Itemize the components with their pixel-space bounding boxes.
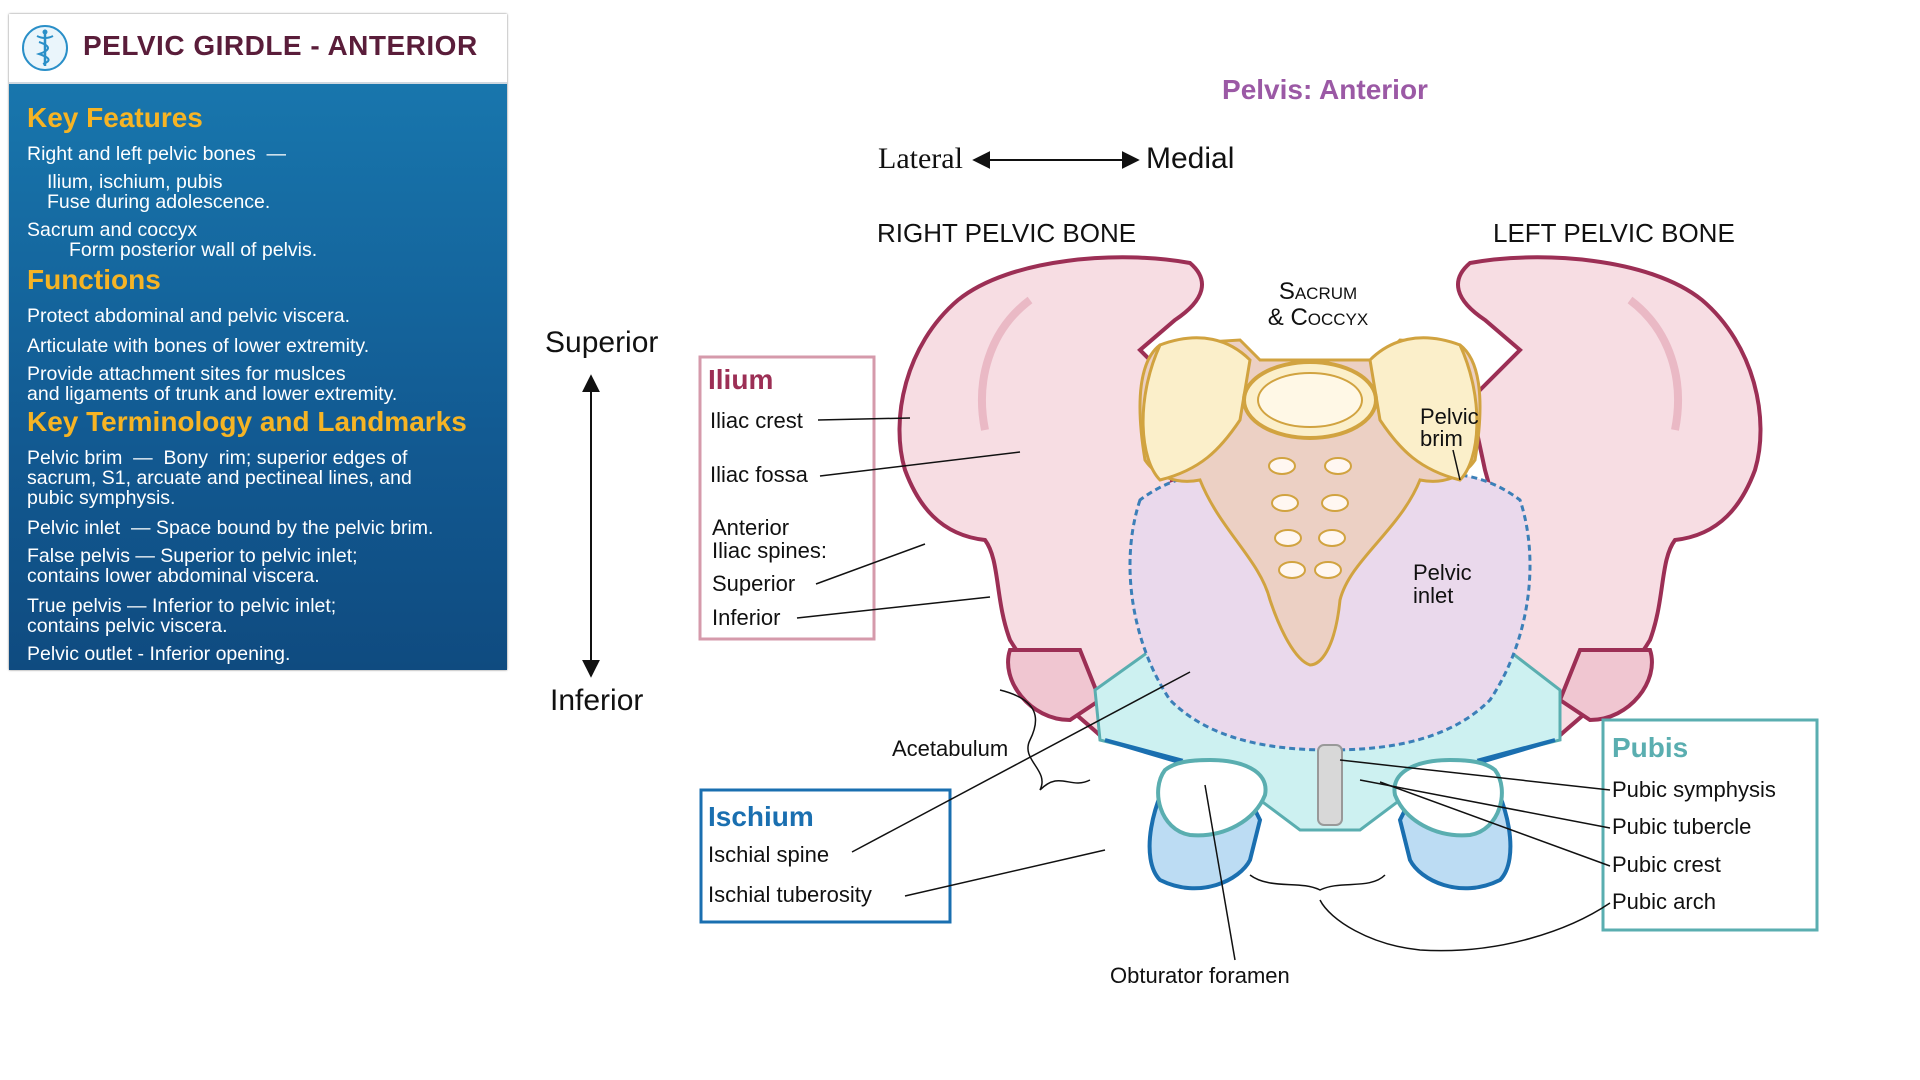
panel-body: Key Features Right and left pelvic bones… — [9, 84, 507, 670]
panel-header: PELVIC GIRDLE - ANTERIOR — [9, 14, 507, 84]
inferior-spine-label: Inferior — [712, 605, 780, 630]
pubis-label-box — [1601, 718, 1819, 932]
medial-label: Medial — [1146, 142, 1234, 175]
terminology-line: sacrum, S1, arcuate and pectineal lines,… — [27, 467, 412, 489]
terminology-line: True pelvis — Inferior to pelvic inlet; — [27, 595, 337, 617]
pubis-leaders — [1319, 759, 1611, 952]
left-pelvic-bone-label: LEFT PELVIC BONE — [1493, 218, 1735, 248]
info-panel: PELVIC GIRDLE - ANTERIOR Key Features Ri… — [9, 14, 507, 670]
ischial-tuberosity-label: Ischial tuberosity — [708, 882, 872, 907]
ischium-title: Ischium — [708, 801, 814, 832]
iliac-fossa-label: Iliac fossa — [710, 462, 809, 487]
s1-disc-surface — [1257, 372, 1363, 428]
terminology-line: pubic symphysis. — [27, 487, 176, 509]
key-features-line: Fuse during adolescence. — [47, 191, 271, 213]
functions-line: and ligaments of trunk and lower extremi… — [27, 383, 398, 405]
terminology-heading: Key Terminology and Landmarks — [27, 406, 467, 437]
functions-heading: Functions — [27, 264, 161, 295]
acetabulum-label: Acetabulum — [892, 736, 1008, 761]
pubic-symphysis-label: Pubic symphysis — [1612, 777, 1776, 802]
functions-line: Articulate with bones of lower extremity… — [27, 335, 370, 357]
superior-label: Superior — [545, 326, 658, 359]
key-features-line: Right and left pelvic bones — — [27, 143, 287, 165]
left-ilium-shading — [1627, 296, 1682, 431]
pubic-arch-bracket — [1249, 874, 1386, 891]
right-pelvic-bone-label: RIGHT PELVIC BONE — [877, 218, 1136, 248]
pubic-symphysis — [1317, 744, 1343, 826]
acetabulum-bracket — [999, 689, 1091, 791]
obturator-foramen-label: Obturator foramen — [1110, 963, 1290, 988]
right-ilium-shading — [978, 296, 1033, 431]
obturator-leader — [1204, 784, 1236, 961]
sacrum-label-line2: & Coccyx — [1268, 304, 1368, 331]
right-acetabulum — [1006, 648, 1103, 723]
key-features-heading: Key Features — [27, 102, 203, 133]
left-acetabulum — [1557, 648, 1654, 723]
pelvic-brim-label: brim — [1420, 426, 1463, 451]
anterior-iliac-spines-label: Iliac spines: — [712, 538, 827, 563]
ilium-title: Ilium — [708, 364, 773, 395]
pelvic-inlet-label: inlet — [1413, 583, 1453, 608]
sacral-foramina — [1268, 457, 1352, 579]
right-sacral-ala — [1141, 336, 1252, 482]
sacrum-label-line1: Sacrum — [1279, 278, 1357, 305]
diagram-title: Pelvis: Anterior — [1222, 74, 1428, 105]
pubic-arch-label: Pubic arch — [1612, 889, 1716, 914]
left-sacral-ala — [1368, 336, 1479, 482]
pubic-tubercle-label: Pubic tubercle — [1612, 814, 1751, 839]
ischium-label-box — [699, 788, 952, 924]
functions-line: Protect abdominal and pelvic viscera. — [27, 305, 350, 327]
pelvic-brim-leader — [1452, 449, 1461, 481]
terminology-line: Pelvic brim — Bony rim; superior edges o… — [27, 447, 408, 469]
key-features-line: Form posterior wall of pelvis. — [69, 239, 318, 261]
ilium-label-box — [698, 355, 876, 641]
ischium-leaders — [851, 671, 1191, 897]
anterior-iliac-spines-label: Anterior — [712, 515, 789, 540]
panel-title: PELVIC GIRDLE - ANTERIOR — [83, 30, 478, 61]
pubic-crest-label: Pubic crest — [1612, 852, 1721, 877]
lateral-label: Lateral — [878, 142, 963, 175]
key-features-line: Sacrum and coccyx — [27, 219, 198, 241]
key-features-line: Ilium, ischium, pubis — [47, 171, 223, 193]
terminology-line: Pelvic inlet — Space bound by the pelvic… — [27, 517, 434, 539]
terminology-line: contains lower abdominal viscera. — [27, 565, 320, 587]
pubis-title: Pubis — [1612, 732, 1688, 763]
terminology-line: False pelvis — Superior to pelvic inlet; — [27, 545, 358, 567]
pelvic-brim-label: Pelvic — [1420, 404, 1479, 429]
inferior-label: Inferior — [550, 684, 643, 717]
iliac-crest-label: Iliac crest — [710, 408, 803, 433]
terminology-line: Pelvic outlet - Inferior opening. — [27, 643, 291, 665]
terminology-line: contains pelvic viscera. — [27, 615, 228, 637]
pelvic-inlet-label: Pelvic — [1413, 560, 1472, 585]
right-obturator-foramen — [1156, 757, 1268, 838]
ilium-leaders — [796, 417, 1021, 619]
superior-spine-label: Superior — [712, 571, 795, 596]
caduceus-icon — [22, 25, 68, 71]
ischial-spine-label: Ischial spine — [708, 842, 829, 867]
functions-line: Provide attachment sites for muslces — [27, 363, 346, 385]
